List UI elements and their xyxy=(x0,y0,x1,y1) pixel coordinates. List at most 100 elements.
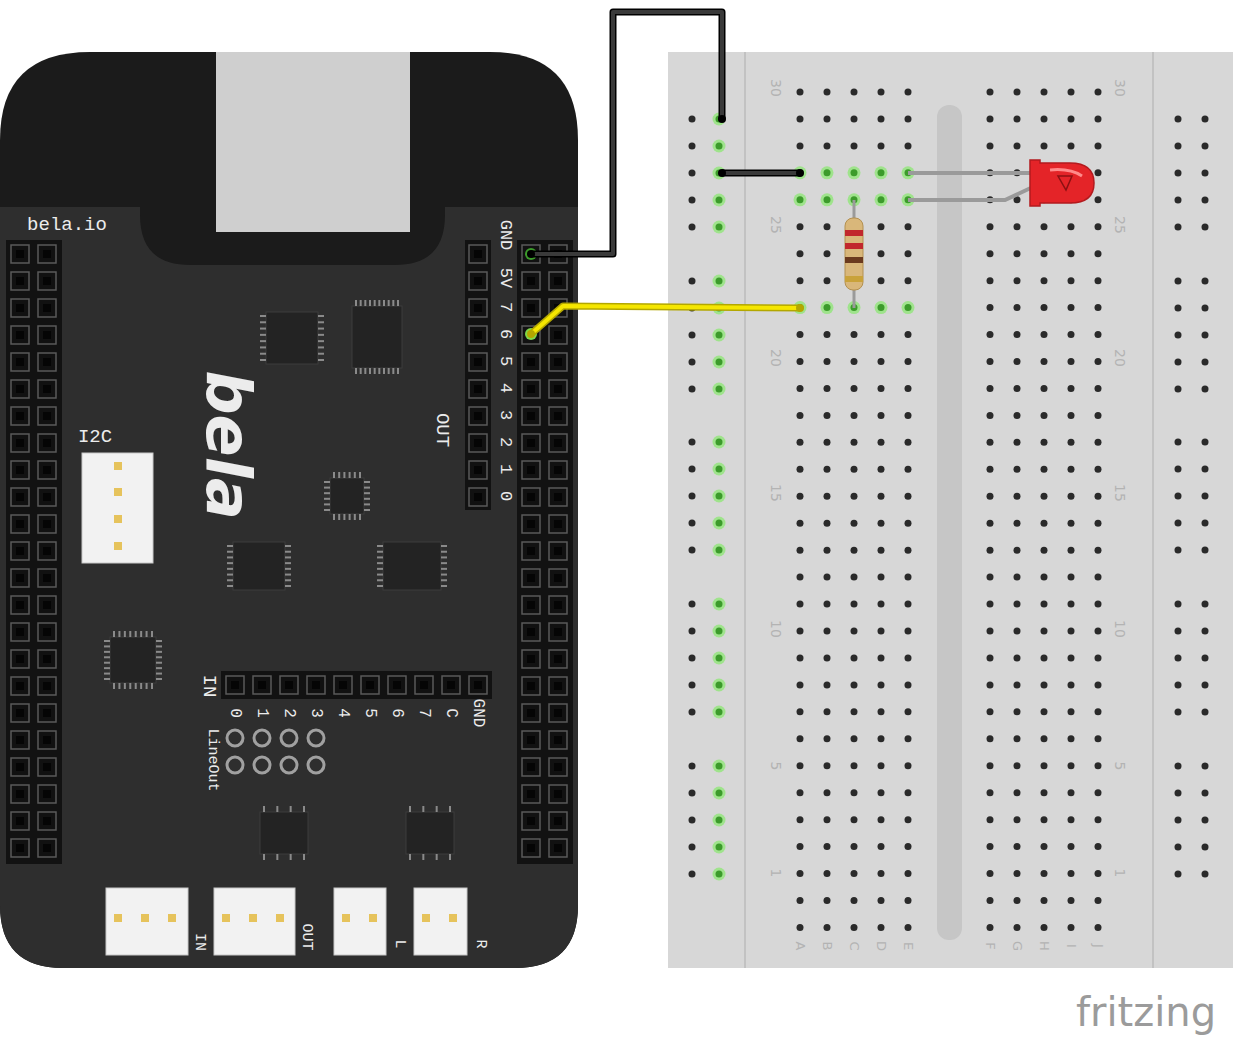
chip-pin xyxy=(364,368,366,374)
header-pin-hole xyxy=(43,358,51,366)
breadboard-hole xyxy=(1202,763,1209,770)
watermark: fritzing xyxy=(1076,992,1216,1032)
breadboard-hole xyxy=(905,304,912,311)
resistor-band xyxy=(845,276,863,282)
hole-highlight xyxy=(713,760,726,773)
chip-pin xyxy=(441,579,447,581)
chip-pin xyxy=(422,854,424,860)
header-pin-hole xyxy=(554,412,562,420)
pin-label: 0 xyxy=(497,491,514,501)
breadboard-hole xyxy=(824,601,831,608)
header-pin xyxy=(522,812,540,830)
header-pin xyxy=(11,785,29,803)
chip-body xyxy=(233,542,285,590)
wire-outline xyxy=(531,306,800,334)
header-pin-hole xyxy=(16,331,24,339)
lineout-pad xyxy=(308,730,324,746)
connector-pin xyxy=(422,914,430,922)
header-pin xyxy=(549,839,567,857)
pin-label: 5 xyxy=(362,708,378,718)
chip-pin xyxy=(285,568,291,570)
header-pin-hole xyxy=(554,682,562,690)
breadboard-hole xyxy=(1202,116,1209,123)
breadboard-hole xyxy=(797,762,804,769)
hole-highlight xyxy=(713,679,726,692)
header-pin-hole xyxy=(527,466,535,474)
header-pin xyxy=(522,650,540,668)
breadboard-hole xyxy=(797,223,804,230)
breadboard-hole xyxy=(1068,466,1075,473)
breadboard-hole xyxy=(1041,250,1048,257)
breadboard-hole xyxy=(905,277,912,284)
header-pin xyxy=(11,245,29,263)
breadboard-hole xyxy=(689,143,696,150)
breadboard-hole xyxy=(1014,601,1021,608)
breadboard-hole xyxy=(1068,358,1075,365)
breadboard-hole xyxy=(1014,385,1021,392)
chip-pin xyxy=(124,683,126,689)
chip-body xyxy=(406,812,454,854)
rail-separator xyxy=(1152,52,1154,968)
chip-pin xyxy=(377,568,383,570)
breadboard-hole xyxy=(689,466,696,473)
breadboard-hole xyxy=(851,89,858,96)
header-pin-hole xyxy=(554,790,562,798)
board-outline xyxy=(0,52,578,968)
header-pin xyxy=(11,704,29,722)
breadboard-hole xyxy=(1202,439,1209,446)
header-pin-hole xyxy=(43,844,51,852)
header-pin xyxy=(522,461,540,479)
breadboard-hole xyxy=(1095,654,1102,661)
breadboard-hole xyxy=(797,115,804,122)
chip-pin xyxy=(397,300,399,306)
header-pin-hole xyxy=(43,250,51,258)
breadboard-hole xyxy=(1095,385,1102,392)
breadboard-hole xyxy=(1014,142,1021,149)
breadboard-hole xyxy=(987,628,994,635)
chip-pin xyxy=(441,551,447,553)
header-housing xyxy=(517,240,573,864)
breadboard-hole xyxy=(878,89,885,96)
breadboard-hole xyxy=(1068,142,1075,149)
hole-highlight xyxy=(713,329,726,342)
breadboard-hole xyxy=(689,763,696,770)
breadboard-hole xyxy=(878,681,885,688)
breadboard-hole xyxy=(716,520,723,527)
breadboard-hole xyxy=(689,520,696,527)
chip-pin xyxy=(441,574,447,576)
header-pin xyxy=(361,676,379,694)
wire-outline xyxy=(531,12,722,254)
breadboard-hole xyxy=(1068,735,1075,742)
header-pin xyxy=(549,812,567,830)
breadboard-hole xyxy=(689,682,696,689)
breadboard-hole xyxy=(878,628,885,635)
chip-pin xyxy=(260,334,266,336)
breadboard-hole xyxy=(878,331,885,338)
chip-pin xyxy=(104,678,110,680)
breadboard-hole xyxy=(878,654,885,661)
header-pin xyxy=(38,299,56,317)
breadboard-hole xyxy=(1068,843,1075,850)
header-pin xyxy=(38,245,56,263)
breadboard-hole xyxy=(987,789,994,796)
pin-label: 7 xyxy=(416,708,432,718)
breadboard-hole xyxy=(1068,574,1075,581)
breadboard-hole xyxy=(1095,142,1102,149)
breadboard-hole xyxy=(1041,223,1048,230)
chip-pin xyxy=(324,481,330,483)
header-pin-hole xyxy=(43,331,51,339)
breadboard-hole xyxy=(716,466,723,473)
breadboard-hole xyxy=(797,439,804,446)
breadboard-hole xyxy=(1014,358,1021,365)
breadboard-hole xyxy=(797,924,804,931)
header-pin-hole xyxy=(527,682,535,690)
breadboard-hole xyxy=(1175,844,1182,851)
breadboard-hole xyxy=(1068,681,1075,688)
header-pin-hole xyxy=(366,681,374,689)
header-pin xyxy=(549,731,567,749)
header-pin xyxy=(11,623,29,641)
breadboard-hole xyxy=(1095,196,1102,203)
breadboard-hole xyxy=(689,655,696,662)
breadboard-hole xyxy=(1041,628,1048,635)
breadboard-hole xyxy=(851,601,858,608)
